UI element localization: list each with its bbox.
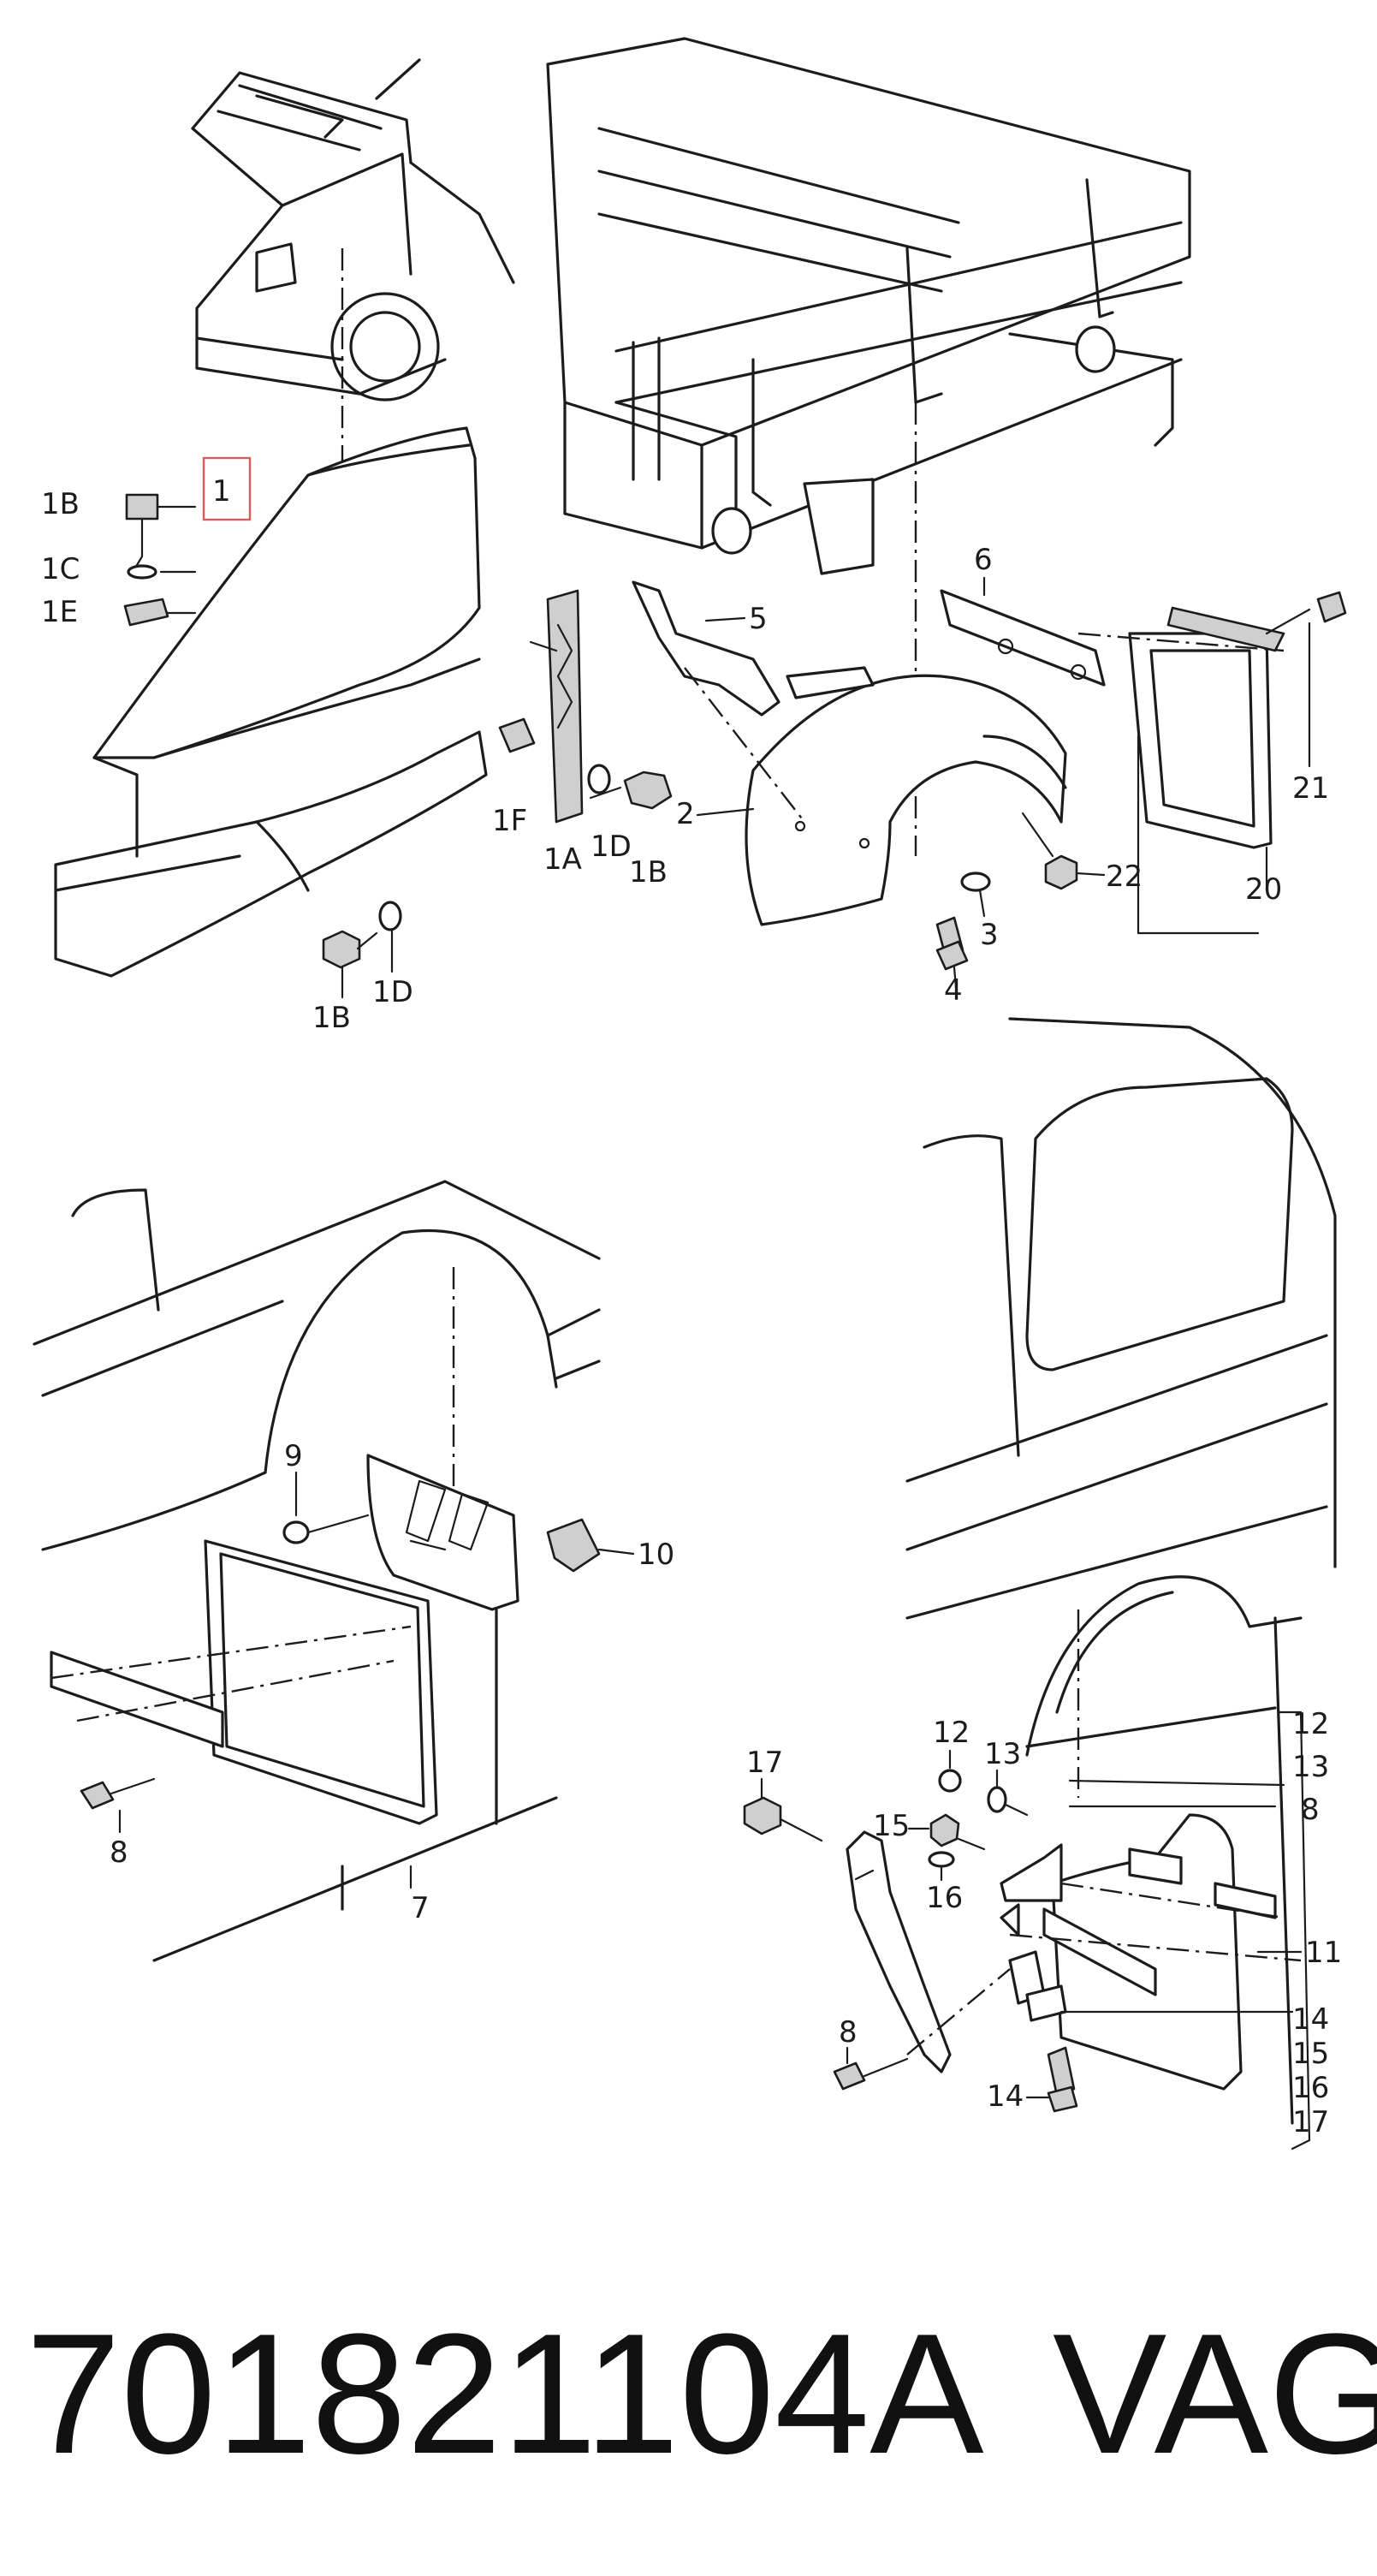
bracket-part-5[interactable] <box>632 580 875 823</box>
right-label-13[interactable]: 13 <box>1292 1750 1329 1784</box>
fasteners-1-series <box>123 493 673 999</box>
mudflap-part-7[interactable] <box>50 1454 519 1825</box>
label-20[interactable]: 20 <box>1245 872 1282 907</box>
right-label-16[interactable]: 16 <box>1292 2071 1329 2105</box>
label-8[interactable]: 8 <box>839 2015 858 2049</box>
label-12[interactable]: 12 <box>933 1716 970 1750</box>
part-number: 701821104A <box>26 2299 984 2490</box>
rear-fender-part-2[interactable] <box>745 674 1067 926</box>
bracket-part-8-right[interactable] <box>833 1830 1011 2091</box>
right-label-8[interactable]: 8 <box>1301 1793 1320 1827</box>
callout-labels: 1 1B 1C 1E 1F 1A 1D 1B 1B 1D 2 3 4 5 6 2… <box>41 474 1342 2139</box>
label-1D[interactable]: 1D <box>591 830 632 864</box>
label-7[interactable]: 7 <box>411 1891 430 1925</box>
label-1E[interactable]: 1E <box>41 595 78 629</box>
label-22[interactable]: 22 <box>1106 860 1143 894</box>
label-21[interactable]: 21 <box>1292 771 1329 806</box>
label-1B[interactable]: 1B <box>312 1001 351 1035</box>
brand-name: VAG <box>1053 2299 1377 2490</box>
label-1F[interactable]: 1F <box>492 804 527 838</box>
label-2[interactable]: 2 <box>676 797 695 831</box>
label-3[interactable]: 3 <box>980 918 999 952</box>
label-8[interactable]: 8 <box>110 1835 128 1870</box>
label-17[interactable]: 17 <box>746 1746 783 1780</box>
front-car-body <box>191 58 515 479</box>
fastener-parts-8-9-10 <box>80 1471 635 1889</box>
label-16[interactable]: 16 <box>926 1881 963 1915</box>
right-label-12[interactable]: 12 <box>1292 1707 1329 1741</box>
label-10[interactable]: 10 <box>638 1538 674 1572</box>
side-body-left <box>33 1180 601 1962</box>
label-1B[interactable]: 1B <box>41 487 80 521</box>
label-1[interactable]: 1 <box>212 474 231 509</box>
truck-bed <box>546 37 1191 856</box>
front-fender-part-1[interactable] <box>54 426 488 978</box>
right-label-14[interactable]: 14 <box>1292 2002 1329 2037</box>
mudflap-part-20[interactable] <box>1077 591 1347 935</box>
label-1C[interactable]: 1C <box>41 552 80 586</box>
fastener-parts-3-4-22 <box>935 812 1106 999</box>
right-label-11[interactable]: 11 <box>1305 1936 1342 1970</box>
fastener-parts-12-to-17 <box>743 1710 1311 2151</box>
van-body <box>905 1017 1337 2125</box>
label-13[interactable]: 13 <box>984 1737 1021 1771</box>
mudflap-part-11[interactable] <box>1000 1813 1302 2091</box>
label-6[interactable]: 6 <box>974 543 993 577</box>
label-4[interactable]: 4 <box>944 973 963 1008</box>
label-14[interactable]: 14 <box>987 2079 1024 2114</box>
bracket-part-6[interactable] <box>940 589 1106 687</box>
label-1D[interactable]: 1D <box>372 975 413 1009</box>
label-15[interactable]: 15 <box>873 1809 910 1843</box>
label-1B[interactable]: 1B <box>629 855 668 889</box>
label-1A[interactable]: 1A <box>543 842 582 877</box>
right-label-15[interactable]: 15 <box>1292 2037 1329 2071</box>
label-5[interactable]: 5 <box>749 602 768 636</box>
right-label-17[interactable]: 17 <box>1292 2105 1329 2139</box>
label-9[interactable]: 9 <box>284 1439 303 1473</box>
